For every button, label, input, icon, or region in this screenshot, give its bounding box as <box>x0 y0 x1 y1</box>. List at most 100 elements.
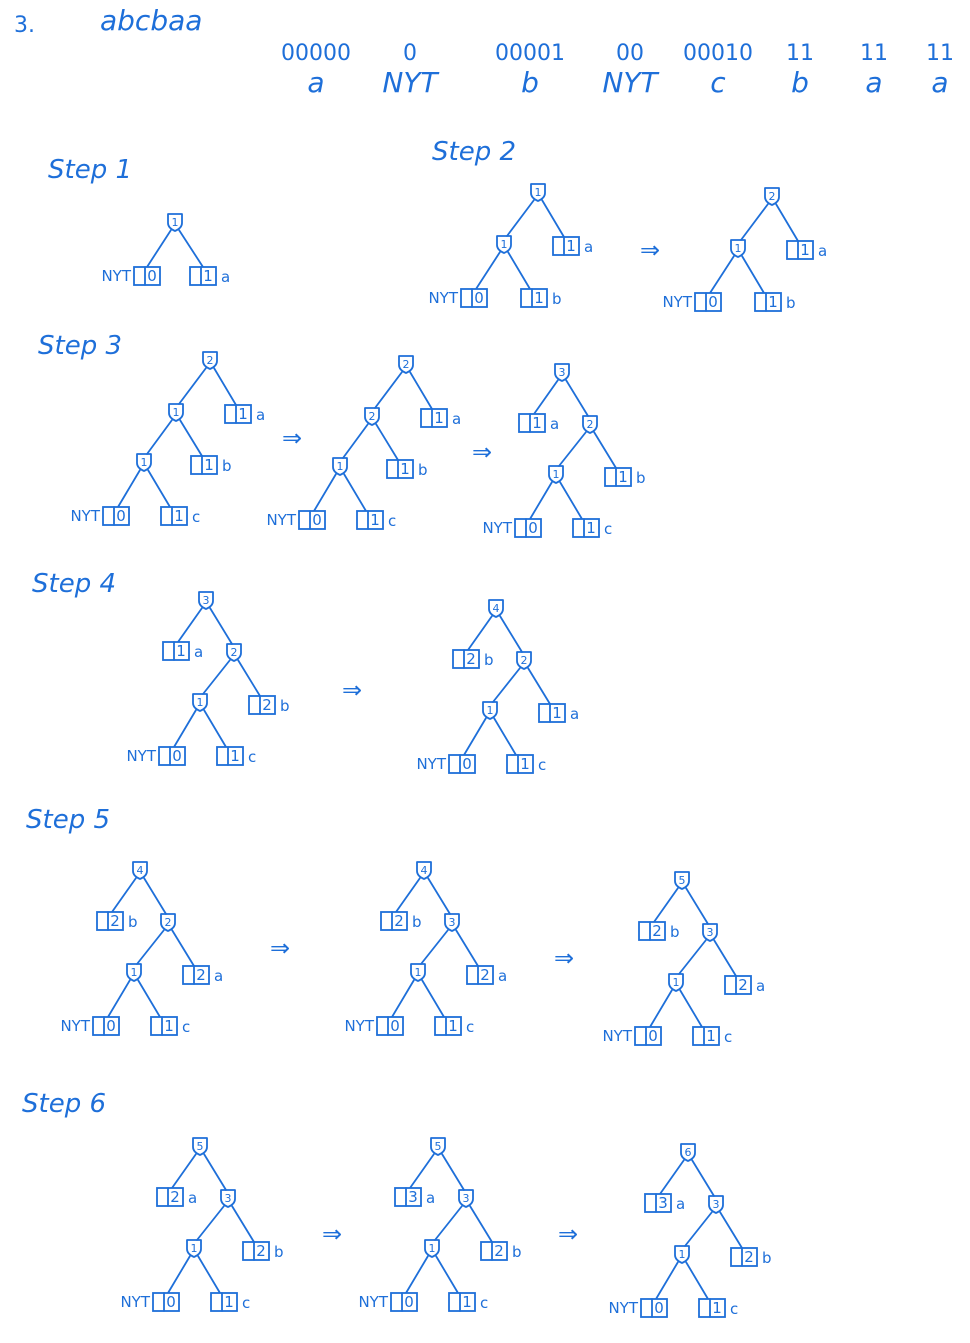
code-bits: 11 <box>860 41 888 66</box>
tree-edge <box>713 939 737 977</box>
tree-edge <box>203 1153 227 1191</box>
leaf-weight: 2 <box>738 976 748 994</box>
leaf-symbol: a <box>194 643 203 661</box>
tree-edge <box>492 667 521 703</box>
internal-node <box>192 693 208 712</box>
nyt-label: NYT <box>126 747 156 765</box>
leaf-symbol: c <box>724 1028 732 1046</box>
tree-edge <box>136 929 165 965</box>
tree-edge <box>146 419 173 455</box>
node-weight: 2 <box>769 190 776 203</box>
nyt-label: NYT <box>416 755 446 773</box>
leaf-weight: 1 <box>224 1293 234 1311</box>
code-bits: 00000 <box>281 41 351 66</box>
leaf-weight: 1 <box>520 755 530 773</box>
leaf-weight: 0 <box>390 1017 400 1035</box>
leaf-node <box>96 911 124 931</box>
nyt-label: NYT <box>101 267 131 285</box>
leaf-node <box>162 641 190 661</box>
internal-node <box>332 457 348 476</box>
tree-edge <box>421 979 445 1018</box>
internal-node <box>496 235 512 254</box>
tree-edge <box>409 1153 435 1189</box>
tree-edge <box>684 1211 713 1247</box>
leaf-weight: 0 <box>462 755 472 773</box>
leaf-weight: 0 <box>708 293 718 311</box>
leaf-weight: 1 <box>532 414 542 432</box>
leaf-weight: 1 <box>204 456 214 474</box>
leaf-weight: 1 <box>552 704 562 722</box>
node-weight: 1 <box>735 242 742 255</box>
node-weight: 1 <box>415 966 422 979</box>
step-label: Step 2 <box>432 137 516 167</box>
tree-edge <box>719 1211 743 1249</box>
nyt-label: NYT <box>602 1027 632 1045</box>
node-weight: 1 <box>191 1242 198 1255</box>
tree-edge <box>231 1205 255 1243</box>
leaf-weight: 2 <box>110 912 120 930</box>
node-weight: 1 <box>173 406 180 419</box>
internal-node <box>168 403 184 422</box>
leaf-symbol: b <box>280 697 290 715</box>
leaf-symbol: c <box>192 508 200 526</box>
node-weight: 3 <box>707 926 714 939</box>
leaf-symbol: c <box>242 1294 250 1312</box>
leaf-node <box>248 695 276 715</box>
internal-node <box>730 239 746 258</box>
tree-edge <box>107 979 131 1018</box>
tree-edge <box>655 1261 679 1300</box>
leaf-node <box>692 1026 720 1046</box>
code-symbol: NYT <box>602 66 659 99</box>
tree-edge <box>463 717 487 756</box>
tree-edge <box>740 203 769 241</box>
internal-node <box>198 591 214 610</box>
node-weight: 1 <box>501 238 508 251</box>
leaf-symbol: c <box>466 1018 474 1036</box>
leaf-node <box>92 1016 120 1036</box>
transition-arrow: ⇒ <box>640 236 660 264</box>
node-weight: 6 <box>685 1146 692 1159</box>
node-weight: 3 <box>713 1198 720 1211</box>
transition-arrow: ⇒ <box>270 934 290 962</box>
internal-node <box>674 871 690 890</box>
tree-edge <box>685 1261 709 1300</box>
leaf-symbol: c <box>604 520 612 538</box>
leaf-node <box>604 467 632 487</box>
tree-edge <box>441 1153 465 1191</box>
tree-edge <box>178 229 204 268</box>
node-weight: 1 <box>197 696 204 709</box>
node-weight: 3 <box>225 1192 232 1205</box>
tree-edge <box>117 469 141 508</box>
leaf-node <box>356 510 384 530</box>
node-weight: 3 <box>449 916 456 929</box>
tree-edge <box>313 473 337 512</box>
leaf-symbol: a <box>221 268 230 286</box>
leaf-node <box>520 288 548 308</box>
nyt-label: NYT <box>428 289 458 307</box>
leaf-node <box>698 1298 726 1318</box>
leaf-symbol: a <box>498 967 507 985</box>
leaf-weight: 0 <box>404 1293 414 1311</box>
internal-node <box>136 453 152 472</box>
tree-edge <box>137 979 161 1018</box>
nyt-label: NYT <box>608 1299 638 1317</box>
leaf-weight: 1 <box>176 642 186 660</box>
tree-edge <box>565 379 589 417</box>
leaf-node <box>724 975 752 995</box>
tree-edge <box>653 887 679 923</box>
leaf-node <box>156 1187 184 1207</box>
leaf-node <box>694 292 722 312</box>
tree-edge <box>434 1205 463 1241</box>
node-weight: 1 <box>487 704 494 717</box>
leaf-node <box>634 1026 662 1046</box>
leaf-node <box>190 455 218 475</box>
tree-edge <box>529 481 553 520</box>
tree-edge <box>177 607 203 643</box>
leaf-symbol: a <box>676 1195 685 1213</box>
nyt-label: NYT <box>60 1017 90 1035</box>
tree-edge <box>405 1255 429 1294</box>
